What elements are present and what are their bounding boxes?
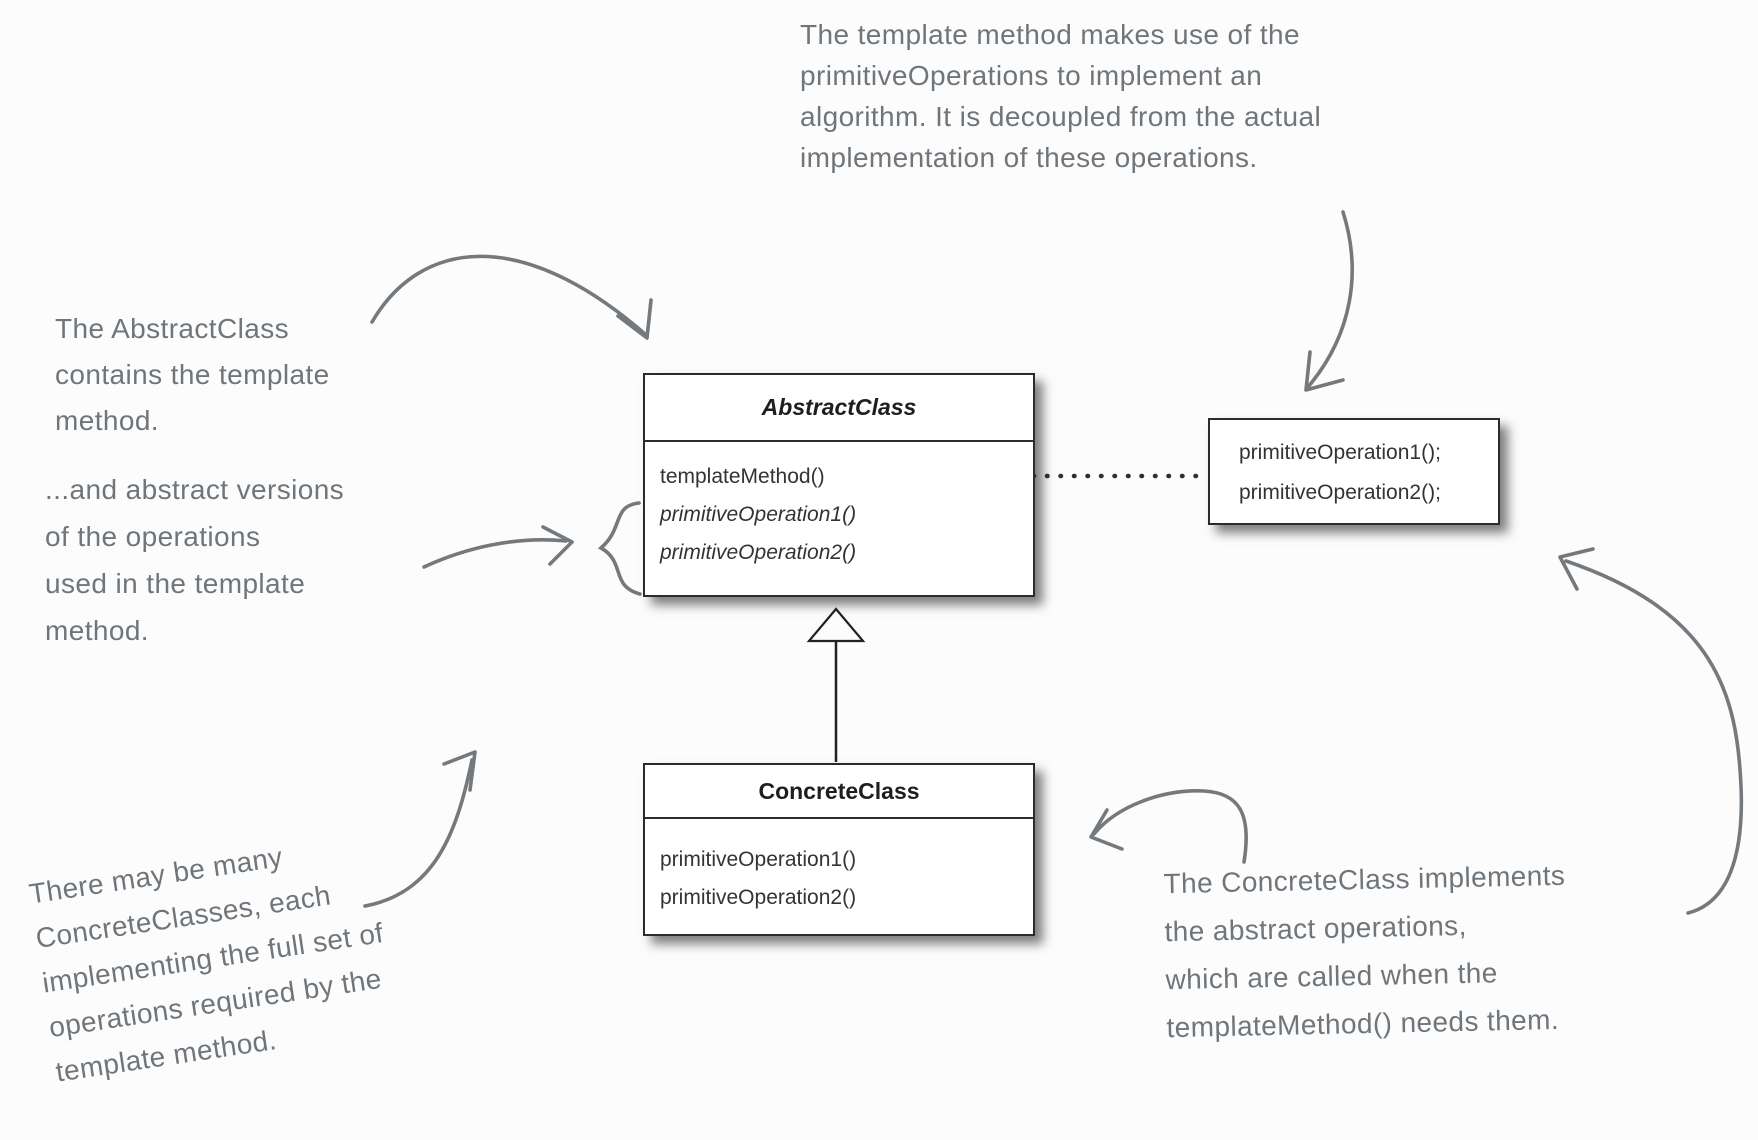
- note-line: The template method makes use of the: [800, 19, 1300, 50]
- note-line: the abstract operations,: [1164, 909, 1468, 948]
- note-line: algorithm. It is decoupled from the actu…: [800, 101, 1322, 132]
- hand-arrow-to-concrete-right-icon: [1089, 789, 1248, 864]
- code-note-line: primitiveOperation1();: [1239, 441, 1441, 464]
- curly-brace-icon: [597, 501, 642, 596]
- note-line: used in the template: [45, 568, 306, 599]
- uml-class-methods: primitiveOperation1() primitiveOperation…: [645, 819, 1033, 917]
- hand-arrow-to-abstract-class-icon: [370, 254, 653, 340]
- note-line: contains the template: [55, 359, 330, 390]
- uml-class-title: ConcreteClass: [645, 765, 1033, 819]
- note-line: ...and abstract versions: [45, 474, 345, 505]
- uml-class-title: AbstractClass: [645, 375, 1033, 442]
- note-line: implementation of these operations.: [800, 142, 1258, 173]
- uml-method: primitiveOperation2(): [660, 541, 857, 564]
- uml-method: templateMethod(): [660, 465, 825, 488]
- note-template-method: The template method makes use of the pri…: [800, 14, 1321, 178]
- hand-arrow-to-code-note-icon: [1304, 210, 1354, 392]
- note-line: templateMethod() needs them.: [1166, 1003, 1560, 1044]
- note-line: primitiveOperations to implement an: [800, 60, 1263, 91]
- uml-class-methods: templateMethod() primitiveOperation1() p…: [645, 442, 1033, 572]
- code-note-box: primitiveOperation1(); primitiveOperatio…: [1208, 418, 1500, 525]
- uml-class-concrete: ConcreteClass primitiveOperation1() prim…: [643, 763, 1035, 936]
- note-abstract-class: The AbstractClass contains the template …: [55, 306, 330, 444]
- note-line: which are called when the: [1165, 957, 1498, 996]
- note-line: method.: [55, 405, 159, 436]
- note-line: The ConcreteClass implements: [1163, 859, 1566, 900]
- uml-method: primitiveOperation2(): [660, 886, 857, 909]
- note-many-concrete-classes: There may be many ConcreteClasses, each …: [26, 821, 400, 1094]
- note-line: of the operations: [45, 521, 261, 552]
- note-concrete-implements: The ConcreteClass implements the abstrac…: [1163, 852, 1569, 1052]
- uml-method: primitiveOperation1(): [660, 503, 857, 526]
- inheritance-triangle-icon: [806, 607, 866, 643]
- hand-arrow-to-concrete-left-icon: [363, 750, 477, 908]
- note-line: The AbstractClass: [55, 313, 289, 344]
- uml-class-abstract: AbstractClass templateMethod() primitive…: [643, 373, 1035, 597]
- note-line: method.: [45, 615, 149, 646]
- note-abstract-operations: ...and abstract versions of the operatio…: [45, 466, 344, 654]
- hand-arrow-big-right-icon: [1558, 547, 1744, 915]
- uml-method: primitiveOperation1(): [660, 848, 857, 871]
- code-note-line: primitiveOperation2();: [1239, 481, 1441, 504]
- hand-arrow-to-operations-icon: [422, 525, 574, 569]
